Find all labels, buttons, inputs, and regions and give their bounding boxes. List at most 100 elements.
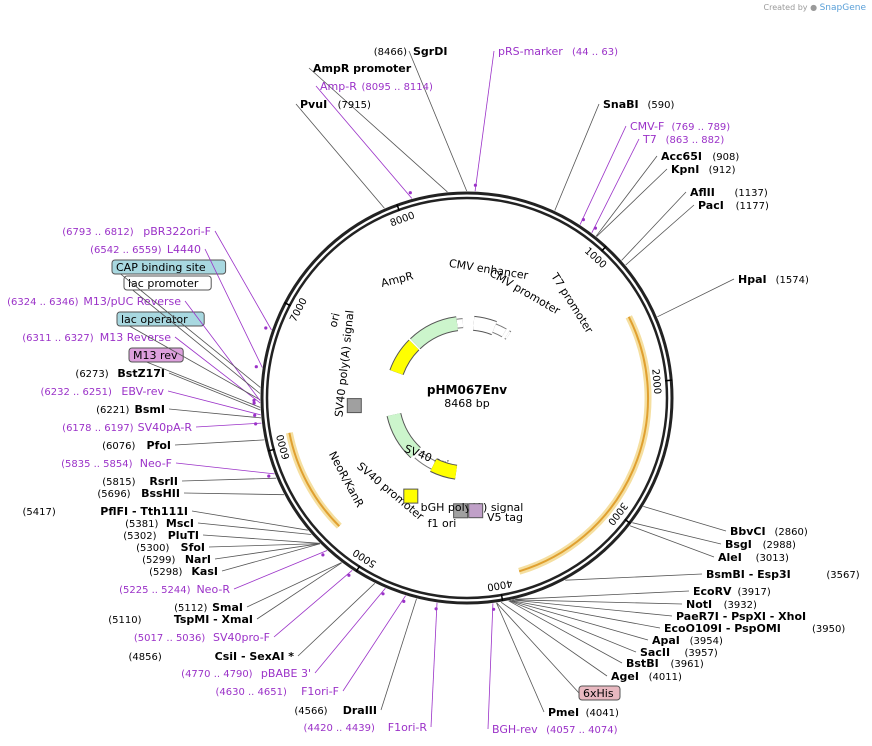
label-leader-line (297, 583, 376, 657)
label-lac-promoter: lac promoter (123, 275, 212, 291)
label-noti: NotI(3932) (686, 598, 757, 611)
tick-mark (600, 245, 607, 252)
backbone-inner-strand (265, 196, 669, 600)
label-name: F1ori-R (388, 721, 428, 734)
label-smai: SmaI(5112) (174, 601, 243, 614)
label-pbabe-3: pBABE 3' (4770 .. 4790) (181, 667, 311, 680)
label-name: PflFI - Tth111I (100, 505, 188, 518)
label-position: (3013) (756, 553, 789, 564)
feature-label-group: ori (327, 312, 343, 329)
label-name: pBABE 3' (261, 667, 311, 680)
label-csii-sexai: CsiI - SexAI *(4856) (129, 650, 295, 663)
label-rsrii: RsrII(5815) (102, 475, 178, 488)
orf-arc (518, 316, 650, 573)
label-position: (4770 .. 4790) (181, 669, 253, 680)
tick-label: 2000 (649, 368, 662, 394)
label-6xhis: 6xHis (578, 685, 621, 701)
label-name: Neo-R (196, 583, 230, 596)
label-bsmi: BsmI(6221) (96, 403, 165, 416)
primer-site-mark (321, 553, 325, 557)
label-sgrdi: (8466)SgrDI (374, 45, 448, 58)
label-alei: AleI(3013) (718, 551, 789, 564)
label-apai: ApaI(3954) (652, 634, 723, 647)
feature-ampr-arrow (410, 317, 459, 349)
label-name: L4440 (167, 243, 201, 256)
tick-label: 4000 (486, 577, 513, 592)
label-pbr322ori-f: pBR322ori-F(6793 .. 6812) (62, 225, 211, 238)
label-sv40pro-f: SV40pro-F(5017 .. 5036) (134, 631, 270, 644)
feature-label-text: lac operator (121, 313, 188, 326)
label-sacii: SacII(3957) (640, 646, 718, 659)
label-position: (6221) (96, 405, 129, 416)
tick-mark (500, 593, 504, 602)
label-position: (5017 .. 5036) (134, 633, 206, 644)
label-position: (5298) (149, 567, 182, 578)
label-ecorv: EcoRV(3917) (693, 585, 771, 598)
label-aflii: AflII(1137) (690, 186, 768, 199)
feature-label-v5-tag: V5 tag (487, 511, 523, 524)
label-name: PluTI (168, 529, 199, 542)
label-pvui: PvuI(7915) (300, 98, 371, 111)
credit-prefix: Created by (763, 3, 808, 12)
label-name: SV40pA-R (138, 421, 193, 434)
feature-label-text: 6xHis (583, 687, 614, 700)
label-leader-line (509, 600, 649, 641)
orf-glow (518, 315, 652, 575)
label-lac-operator: lac operator (116, 311, 205, 327)
feature-label-box (128, 347, 184, 363)
plasmid-length: 8468 bp (444, 397, 489, 410)
label-leader-line (174, 439, 265, 446)
label-name: T7 (642, 133, 657, 146)
label-ecoo109i-pspomi: EcoO109I - PspOMI(3950) (664, 622, 845, 635)
label-l4440: L4440 (6542 .. 6559) (90, 243, 201, 256)
tick-label-group: 5000 (351, 546, 378, 569)
label-position: (863 .. 882) (666, 135, 725, 146)
primer-site-mark (473, 183, 477, 187)
feature-bgh-poly-a-signal-box (453, 503, 469, 519)
label-leader-line (632, 522, 722, 545)
label-position: (5300) (136, 543, 169, 554)
label-leader-line (197, 522, 312, 535)
label-name: Acc65I (661, 150, 702, 163)
label-leader-line (496, 602, 545, 713)
label-position: (908) (712, 152, 739, 163)
label-ebv-rev: EBV-rev(6232 .. 6251) (40, 385, 164, 398)
label-leader-line (643, 506, 727, 532)
primer-site-mark (581, 218, 586, 222)
feature-sv40-promoter-promoter (415, 451, 436, 469)
label-name: MscI (166, 517, 194, 530)
tick-mark (624, 518, 631, 525)
label-position: (3567) (826, 570, 859, 581)
label-position: (912) (709, 165, 736, 176)
feature-label-group: NeoR/KanR (326, 449, 366, 510)
label-leader-line (167, 390, 261, 416)
label-leader-line (554, 103, 600, 211)
label-leader-line (123, 282, 261, 394)
feature-label-ori: ori (327, 312, 343, 329)
label-position: (4041) (586, 708, 619, 719)
label-position: (5381) (125, 519, 158, 530)
label-msci: MscI (5381) (125, 517, 194, 530)
label-leader-line (184, 300, 261, 401)
label-leader-line (202, 534, 320, 544)
label-name: NarI (185, 553, 211, 566)
label-position: (5815) (102, 477, 135, 488)
feature-label-box (111, 259, 227, 275)
label-bgh-rev: BGH-rev(4057 .. 4074) (492, 723, 618, 736)
plasmid-name: pHM067Env (427, 383, 507, 397)
label-name: TspMI - XmaI (174, 613, 253, 626)
label-position: (590) (648, 100, 675, 111)
primer-site-mark (347, 573, 351, 577)
tick-mark (284, 301, 291, 307)
feature-label-text: lac promoter (128, 277, 199, 290)
label-name: pRS-marker (498, 45, 563, 58)
label-leader-line (657, 278, 735, 318)
label-bbvci: BbvCI(2860) (730, 525, 808, 538)
feature-sv40-ori-box (403, 488, 419, 504)
label-position: (6542 .. 6559) (90, 245, 162, 256)
label-leader-line (233, 550, 328, 590)
label-name: PvuI (300, 98, 327, 111)
label-f1ori-r: F1ori-R(4420 .. 4439) (303, 721, 427, 734)
label-prs-marker: pRS-marker(44 .. 63) (498, 45, 618, 58)
